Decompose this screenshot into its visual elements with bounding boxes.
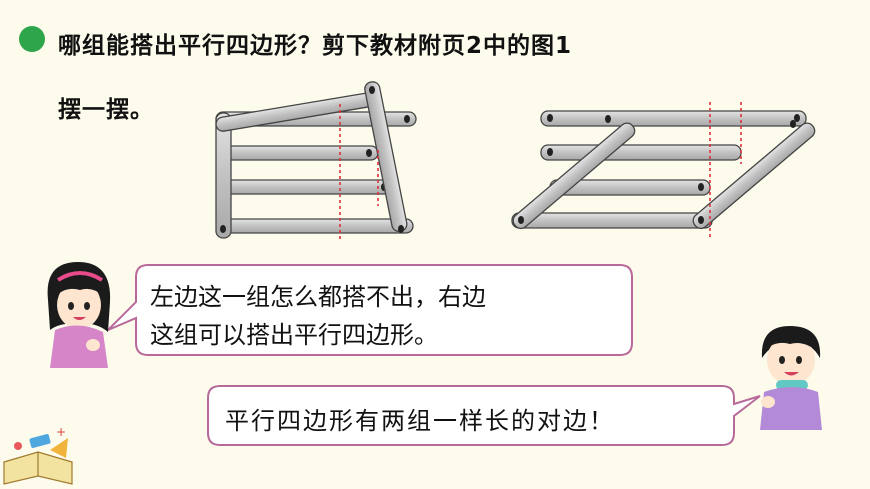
left-stick-4[interactable] (217, 218, 414, 234)
boy-speech-bubble (207, 385, 761, 446)
right-stick-4[interactable] (511, 212, 713, 229)
boy-avatar (760, 326, 822, 430)
svg-text:+: + (56, 425, 66, 439)
left-stick-3[interactable] (217, 179, 394, 195)
left-stick-set (215, 81, 417, 240)
girl-speech-bubble (107, 264, 633, 356)
right-slanted-stick-1[interactable] (510, 120, 637, 231)
girl-bubble-line-2: 这组可以搭出平行四边形。 (150, 321, 438, 349)
bullet-icon (19, 26, 45, 52)
book-decoration-icon: + (3, 425, 73, 485)
right-slanted-stick-2[interactable] (690, 120, 817, 231)
right-stick-1[interactable] (540, 110, 807, 127)
left-stick-2[interactable] (217, 145, 379, 161)
girl-avatar (47, 262, 111, 368)
boy-bubble-text: 平行四边形有两组一样长的对边！ (225, 407, 615, 435)
question-line-1: 哪组能搭出平行四边形？剪下教材附页2中的图1 (58, 33, 573, 59)
right-stick-set (510, 102, 817, 240)
question-line-2: 摆一摆。 (58, 97, 154, 123)
right-stick-2[interactable] (540, 144, 742, 161)
girl-bubble-line-1: 左边这一组怎么都搭不出，右边 (150, 283, 486, 311)
